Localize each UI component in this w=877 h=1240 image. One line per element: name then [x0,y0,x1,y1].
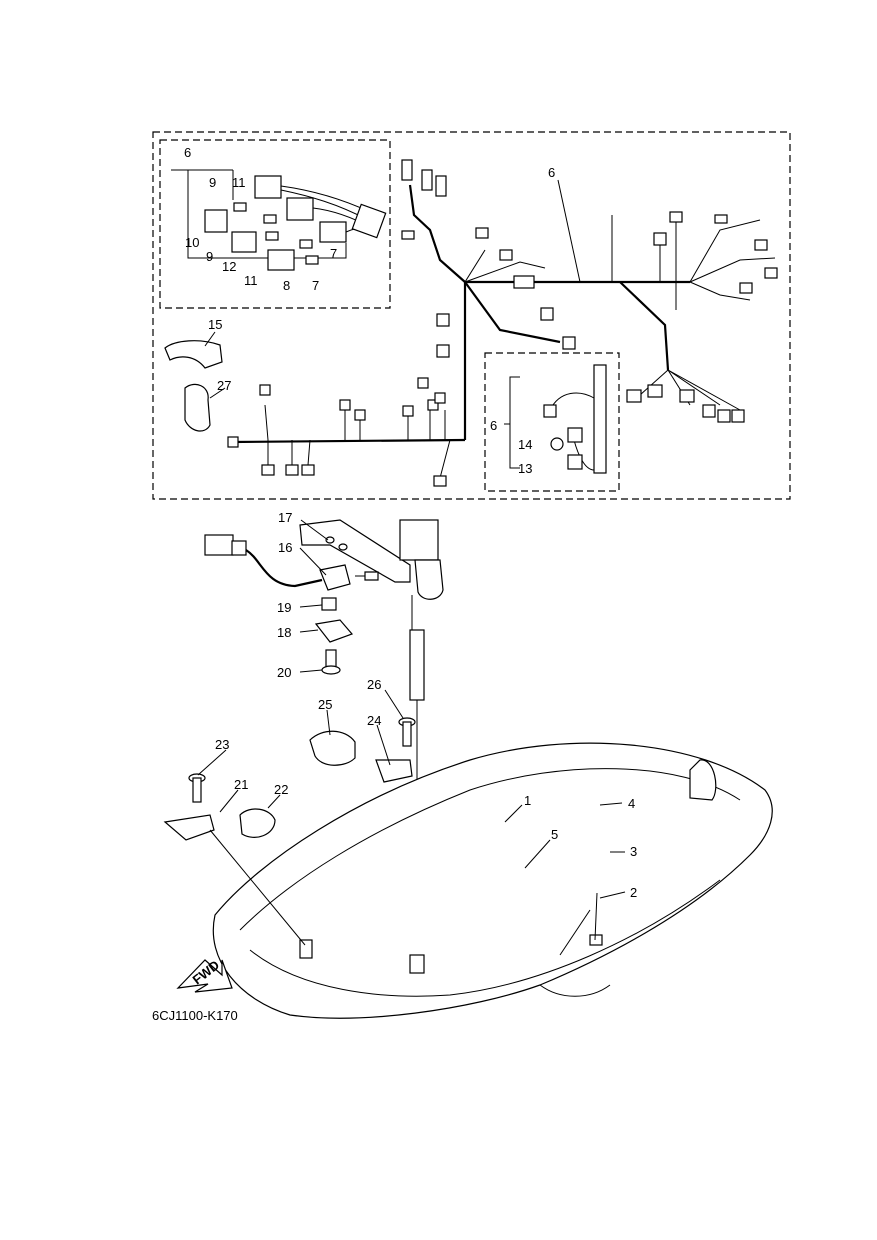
clamp-bracket-21-22-23 [163,773,276,841]
callout-9b: 9 [206,249,213,264]
callout-17: 17 [278,510,292,525]
callout-16: 16 [278,540,292,555]
leader-lines [197,179,626,956]
sensor-inset-frame [484,352,620,492]
callout-2: 2 [630,885,637,900]
callout-26: 26 [367,677,381,692]
small-parts-18-20 [314,597,354,675]
callout-12: 12 [222,259,236,274]
callout-25: 25 [318,697,332,712]
callout-6-inset: 6 [184,145,191,160]
callout-4: 4 [628,796,635,811]
callout-21: 21 [234,777,248,792]
sensor-lead-16 [204,534,351,591]
callout-11b: 11 [244,273,258,288]
fwd-direction-arrow: FWD [176,957,233,993]
clamp-bracket-24-25-26 [309,717,416,783]
callout-7b: 7 [312,278,319,293]
harness-assembly-frame [152,131,791,500]
callout-6-main: 6 [548,165,555,180]
connector-set [171,169,387,271]
callout-3: 3 [630,844,637,859]
callout-24: 24 [367,713,381,728]
callout-9a: 9 [209,175,216,190]
bracket-assembly [299,519,444,975]
callout-5: 5 [551,827,558,842]
diagram-code: 6CJ1100-K170 [152,1008,238,1023]
harness-clamp-15 [164,340,223,369]
harness-clamp-27 [184,383,211,432]
callout-22: 22 [274,782,288,797]
callout-6-sensor: 6 [490,418,497,433]
main-wiring-harness [227,159,778,487]
callout-10: 10 [185,235,199,250]
callout-14: 14 [518,437,532,452]
callout-13: 13 [518,461,532,476]
callout-27: 27 [217,378,231,393]
callout-19: 19 [277,600,291,615]
bottom-cowling [212,742,773,1019]
callout-8: 8 [283,278,290,293]
connector-inset-frame [159,139,391,309]
callout-1: 1 [524,793,531,808]
callout-18: 18 [277,625,291,640]
callout-20: 20 [277,665,291,680]
sensor-assembly [504,364,607,474]
callout-11a: 11 [232,175,246,190]
callout-7a: 7 [330,246,337,261]
callout-23: 23 [215,737,229,752]
callout-15: 15 [208,317,222,332]
